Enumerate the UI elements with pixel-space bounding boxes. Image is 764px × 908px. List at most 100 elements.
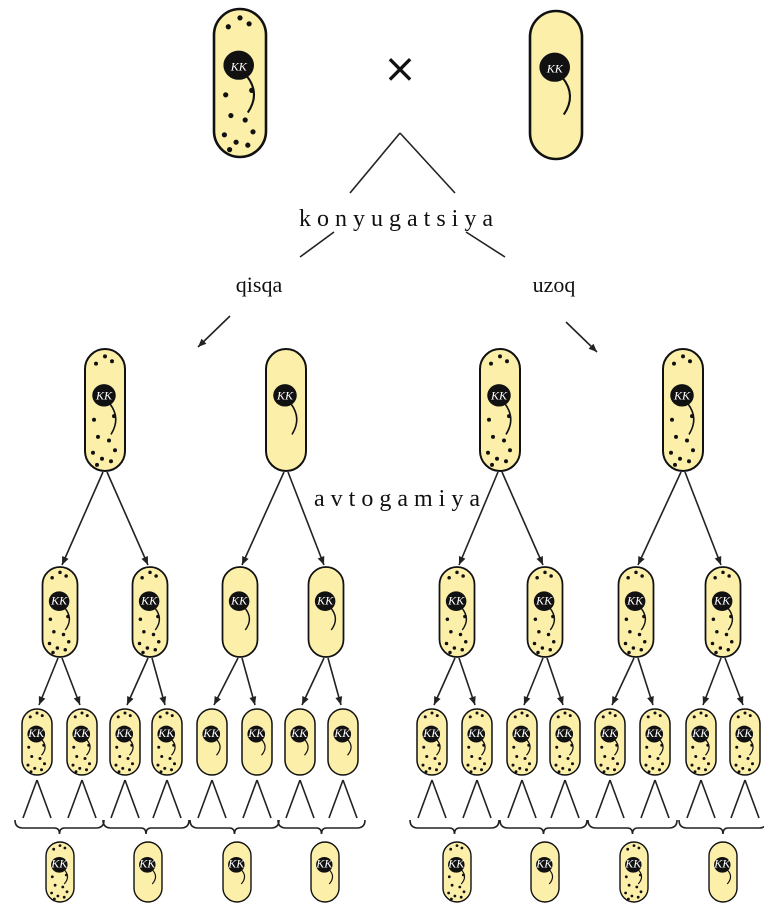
row4-cell-8: KK	[709, 842, 737, 902]
row3-cell-16: KK	[730, 709, 760, 775]
row4-cell-4: KK	[311, 842, 339, 902]
arrow-r1-r2	[685, 472, 721, 565]
spot	[643, 640, 647, 644]
spot	[635, 886, 638, 889]
spot	[169, 757, 172, 760]
conjugation-line-left	[350, 133, 400, 193]
spot	[558, 755, 561, 758]
branch-line-qisqa	[300, 232, 334, 257]
arrow-r1-r2	[242, 472, 284, 565]
nucleus-label: KK	[624, 857, 642, 871]
spot	[237, 15, 242, 20]
arrow-r1-r2	[502, 472, 543, 565]
caret-line	[125, 780, 139, 818]
spot	[712, 617, 716, 621]
spot	[536, 651, 540, 655]
spot	[747, 757, 750, 760]
spot	[456, 844, 459, 847]
nucleus-label: KK	[535, 594, 553, 608]
spot	[705, 714, 708, 717]
spot	[422, 764, 425, 767]
spot	[571, 762, 574, 765]
arrowhead	[335, 696, 342, 705]
spot	[110, 359, 114, 363]
spot	[447, 892, 450, 895]
spot	[445, 642, 449, 646]
spot	[674, 435, 678, 439]
spot	[118, 755, 121, 758]
conjugation-line-right	[400, 133, 455, 193]
row2-cell-7: KK	[619, 567, 654, 657]
spot	[603, 770, 606, 773]
spot	[131, 762, 134, 765]
spot	[228, 113, 233, 118]
spot	[436, 714, 439, 717]
row3-cell-7: KK	[285, 709, 315, 775]
spot	[467, 764, 470, 767]
arrowhead	[557, 696, 564, 705]
nucleus-label: KK	[422, 726, 440, 740]
nucleus-label: KK	[546, 61, 564, 75]
spot	[628, 884, 631, 887]
caret-line	[167, 780, 181, 818]
caret-line	[300, 780, 314, 818]
spot	[645, 746, 648, 749]
row4-cell-1: KK	[46, 842, 74, 902]
spot	[50, 576, 54, 580]
row3-cell-11: KK	[507, 709, 537, 775]
spot	[30, 770, 33, 773]
spot	[627, 898, 630, 901]
spot	[64, 847, 67, 850]
spot	[160, 755, 163, 758]
spot	[461, 574, 465, 578]
spot	[113, 448, 117, 452]
arrow-r1-r2	[107, 472, 148, 565]
spot	[454, 895, 457, 898]
spot	[609, 711, 612, 714]
spot	[738, 755, 741, 758]
spot	[729, 615, 733, 619]
spot	[450, 898, 453, 901]
brace	[500, 820, 587, 834]
arrowhead	[159, 696, 166, 705]
spot	[568, 768, 571, 771]
row3-cell-2: KK	[67, 709, 97, 775]
row3-cell-15: KK	[686, 709, 716, 775]
spot	[75, 755, 78, 758]
row2-cell-6: KK	[528, 567, 563, 657]
nucleus-label: KK	[673, 388, 691, 402]
spot	[639, 874, 642, 877]
spot	[121, 767, 124, 770]
spot	[551, 615, 555, 619]
spot	[730, 640, 734, 644]
nucleus-label: KK	[230, 59, 248, 73]
arrowhead	[524, 696, 530, 705]
caret-line	[477, 780, 491, 818]
spot	[600, 764, 603, 767]
row4-cell-6: KK	[531, 842, 559, 902]
branch-line-uzoq	[466, 232, 505, 257]
spot	[115, 764, 118, 767]
row3-cell-9: KK	[417, 709, 447, 775]
spot	[645, 764, 648, 767]
spot	[659, 714, 662, 717]
spot	[549, 574, 553, 578]
arrowhead	[249, 696, 256, 705]
spot	[222, 132, 227, 137]
spot	[634, 571, 638, 575]
spot	[40, 768, 43, 771]
caret-line	[610, 780, 624, 818]
spot	[687, 459, 691, 463]
spot	[51, 875, 54, 878]
spot	[52, 848, 55, 851]
spot	[66, 615, 70, 619]
spot	[422, 746, 425, 749]
spot	[654, 711, 657, 714]
row3-cell-3: KK	[110, 709, 140, 775]
spot	[657, 757, 660, 760]
nucleus-label: KK	[138, 857, 156, 871]
nucleus-label: KK	[645, 726, 663, 740]
spot	[518, 767, 521, 770]
spot	[118, 770, 121, 773]
